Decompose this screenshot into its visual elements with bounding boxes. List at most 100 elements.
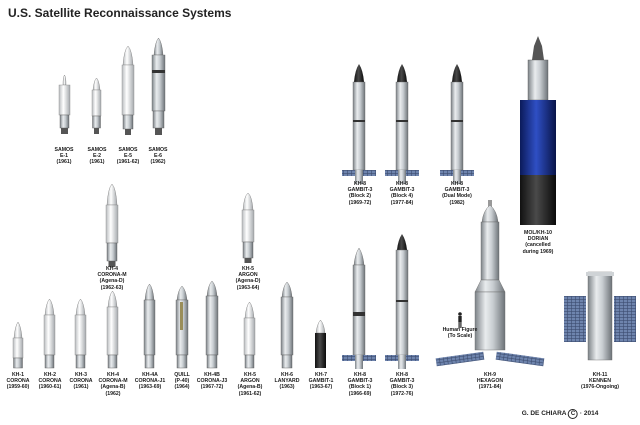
kh4-corona-m-top-drawing	[105, 183, 119, 267]
label-line: LANYARD	[274, 378, 300, 385]
label-line: (1961)	[56, 159, 72, 166]
label-line: (cancelled	[525, 242, 551, 249]
label-line: KH-8	[395, 181, 409, 187]
label-line: (1961)	[89, 159, 105, 166]
kh5-argon-top-drawing	[241, 192, 255, 263]
label-line: DORIAN	[527, 236, 549, 243]
kh8-gambit3-block4-drawing	[385, 64, 419, 184]
label-line: CORONA	[6, 378, 30, 385]
kh4-corona-m-drawing	[106, 290, 119, 369]
credit-year: 2014	[583, 410, 599, 417]
label-line: KH-8	[353, 181, 367, 187]
label-line: (Agena-B)	[100, 384, 126, 391]
label-line: MOL/KH-10	[524, 230, 552, 236]
label-line: ARGON	[238, 272, 258, 279]
label-line: (1961)	[73, 384, 89, 391]
label-line: HEXAGON	[476, 378, 504, 385]
label-line: GAMBIT-3	[444, 187, 470, 194]
label-line: (1964)	[174, 384, 190, 391]
kh8-gambit3-block2-drawing	[342, 64, 376, 184]
label-line: E-6	[153, 153, 163, 160]
label-line: (1962)	[105, 390, 121, 397]
label-line: (1969-72)	[348, 199, 372, 206]
mol-kh10-dorian-drawing	[520, 36, 556, 225]
label-line: GAMBIT-1	[308, 378, 334, 385]
label-line: GAMBIT-3	[347, 187, 373, 194]
label-line: (Block 1)	[349, 384, 371, 391]
kh1-corona-drawing	[12, 321, 24, 369]
label-line: CORONA-M	[98, 378, 128, 385]
label-line: CORONA	[38, 378, 62, 385]
label-line: GAMBIT-3	[389, 378, 415, 385]
label-line: SAMOS	[87, 147, 107, 153]
samos-e5-drawing	[121, 45, 135, 135]
label-line: (Agena-D)	[99, 278, 125, 285]
label-line: SAMOS	[148, 147, 168, 153]
label-line: (Block 2)	[349, 193, 371, 200]
label-line: (P-40)	[174, 378, 190, 385]
label-line: (1959-60)	[6, 384, 30, 391]
label-line: KH-9	[483, 372, 497, 378]
label-line: (1976-Ongoing)	[580, 384, 620, 391]
label-line: (Dual Mode)	[442, 193, 472, 200]
label-line: E-5	[123, 153, 133, 160]
kh8-gambit3-dual-drawing	[440, 64, 474, 184]
kh9-hexagon-drawing	[435, 200, 545, 367]
label-quill: QUILL(P-40)(1964)	[174, 372, 190, 391]
label-line: (1977-84)	[390, 199, 414, 206]
label-line: KH-5	[241, 266, 255, 272]
label-line: CORONA-M	[97, 272, 127, 279]
label-line: KH-4	[106, 372, 120, 378]
label-line: (Block 3)	[391, 384, 413, 391]
label-line: (1962)	[150, 159, 166, 166]
kh8-gambit3-block3-drawing	[385, 234, 419, 369]
label-line: KH-8	[353, 372, 367, 378]
kh8-gambit3-block1-drawing	[342, 247, 376, 369]
label-line: KH-5	[243, 372, 257, 378]
label-line: ARGON	[240, 378, 260, 385]
label-line: (1961-62)	[116, 159, 140, 166]
kh5-argon-drawing	[243, 301, 256, 369]
kh2-corona-drawing	[43, 298, 56, 369]
label-line: CORONA-J1	[134, 378, 166, 385]
label-line: KENNEN	[589, 378, 611, 385]
label-line: (1963-67)	[309, 384, 333, 391]
quill-drawing	[175, 285, 189, 369]
label-line: QUILL	[174, 372, 190, 378]
label-line: CORONA	[69, 378, 93, 385]
label-line: GAMBIT-3	[347, 378, 373, 385]
label-line: (1972-76)	[390, 390, 414, 397]
copyright-icon: C	[568, 409, 579, 419]
label-line: KH-6	[280, 372, 294, 378]
label-line: (Block 4)	[391, 193, 413, 200]
label-line: KH-11	[592, 372, 608, 378]
samos-e6-drawing	[151, 37, 166, 135]
label-line: (Agena-B)	[237, 384, 263, 391]
label-line: (1962-63)	[100, 284, 124, 291]
kh11-kennen-drawing	[564, 271, 636, 361]
label-line: KH-4A	[142, 372, 158, 378]
label-line: (1966-69)	[348, 390, 372, 397]
label-line: (1961-62)	[238, 390, 262, 397]
label-line: (1971-84)	[478, 384, 502, 391]
